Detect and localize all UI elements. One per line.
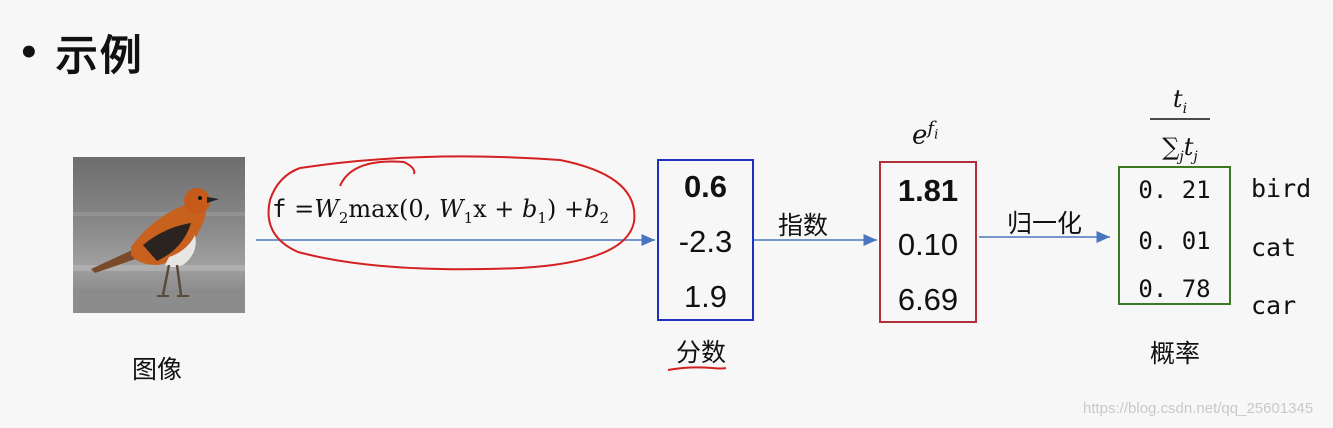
exp-step-label: 指数 [778, 211, 829, 240]
exp-value: 1.81 [897, 173, 959, 208]
score-label-underline [667, 366, 727, 371]
probability-label: 概率 [1150, 339, 1201, 368]
score-label: 分数 [676, 338, 727, 367]
probability-formula: ti ∑jtj [1150, 84, 1210, 172]
score-box: 0.6 -2.3 1.9 [657, 159, 754, 321]
fraction-denominator: ∑jtj [1162, 132, 1198, 165]
class-label: bird [1251, 174, 1312, 203]
class-label: car [1251, 291, 1297, 320]
score-value: 1.9 [683, 279, 728, 314]
exp-box: 1.81 0.10 6.69 [879, 161, 977, 323]
exp-header: efi [912, 118, 939, 151]
bullet-icon: • [18, 33, 42, 73]
normalize-step-label: 归一化 [1007, 209, 1083, 238]
probability-value: 0. 01 [1138, 227, 1211, 255]
exp-value: 6.69 [897, 282, 959, 317]
exp-value: 0.10 [897, 227, 959, 262]
probability-box: 0. 21 0. 01 0. 78 [1118, 166, 1231, 305]
class-label: cat [1251, 233, 1297, 262]
watermark: https://blog.csdn.net/qq_25601345 [1083, 400, 1314, 417]
page-title: • 示例 [18, 22, 144, 83]
title-text: 示例 [55, 31, 144, 80]
fraction-numerator: ti [1172, 85, 1188, 117]
score-value: -2.3 [678, 224, 733, 259]
formula-annotation-circle [267, 155, 636, 271]
image-label: 图像 [132, 355, 183, 384]
score-value: 0.6 [683, 169, 728, 204]
network-formula: f =W2max(0, W1x + b1) +b2 [272, 195, 609, 227]
probability-value: 0. 21 [1138, 176, 1211, 204]
probability-value: 0. 78 [1138, 275, 1211, 303]
bird-image [73, 157, 245, 313]
